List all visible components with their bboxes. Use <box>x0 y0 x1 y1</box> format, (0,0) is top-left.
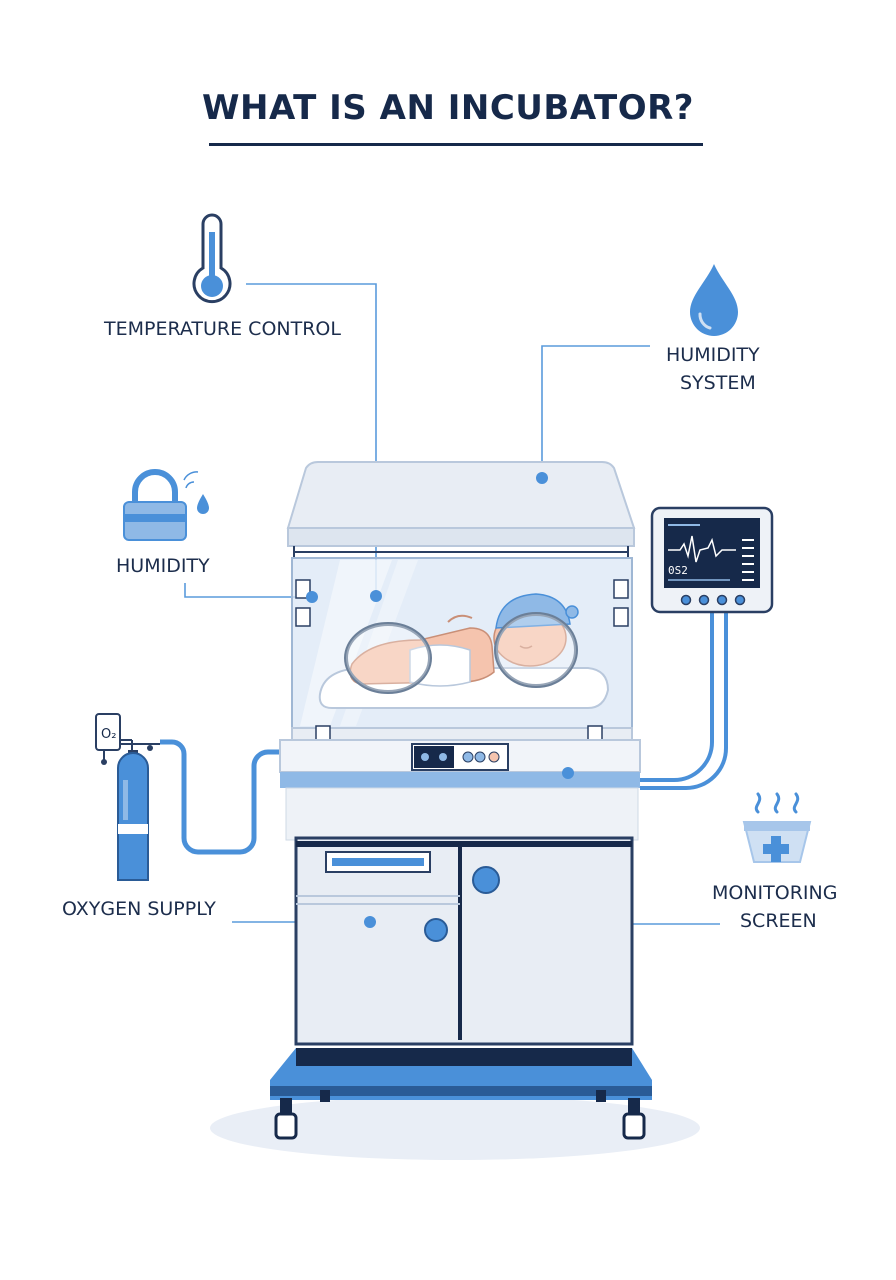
label-oxygen-supply: OXYGEN SUPPLY <box>62 898 216 920</box>
heart-rate-trace <box>668 535 736 563</box>
monitor-readout: 0S2 <box>668 564 688 577</box>
title-underline <box>209 143 703 146</box>
label-humidity-system-line2: SYSTEM <box>680 372 756 394</box>
label-humidity: HUMIDITY <box>116 555 210 577</box>
baby-on-mattress <box>318 593 610 709</box>
label-temperature-control: TEMPERATURE CONTROL <box>104 318 341 340</box>
floor-shadow <box>210 1096 700 1160</box>
incubator-base-frame <box>270 1048 652 1140</box>
vital-signs-monitor: 0S2 <box>650 506 774 614</box>
monitor-cable <box>640 612 728 790</box>
lock-icon <box>123 469 209 541</box>
leader-humidity <box>184 583 312 598</box>
label-monitoring-screen-line2: SCREEN <box>740 910 817 932</box>
oxygen-tube <box>160 739 282 855</box>
oxygen-gauge-label: O₂ <box>101 727 116 742</box>
label-humidity-system-line1: HUMIDITY <box>666 344 760 366</box>
page-title: WHAT IS AN INCUBATOR? <box>202 88 694 128</box>
wheel <box>274 1098 298 1140</box>
wheel <box>320 1090 330 1102</box>
incubator-cabinet <box>285 787 639 1046</box>
label-monitoring-screen-line1: MONITORING <box>712 882 838 904</box>
leader-humidity-system <box>541 345 650 478</box>
wheel <box>622 1098 646 1140</box>
steam-basin-icon <box>742 792 812 863</box>
water-drop-icon <box>690 264 738 336</box>
oxygen-tank: O₂ <box>95 713 160 881</box>
incubator-base-band <box>279 725 641 788</box>
thermometer-icon <box>192 213 232 304</box>
incubator-hood <box>286 461 636 558</box>
wheel <box>596 1090 606 1102</box>
